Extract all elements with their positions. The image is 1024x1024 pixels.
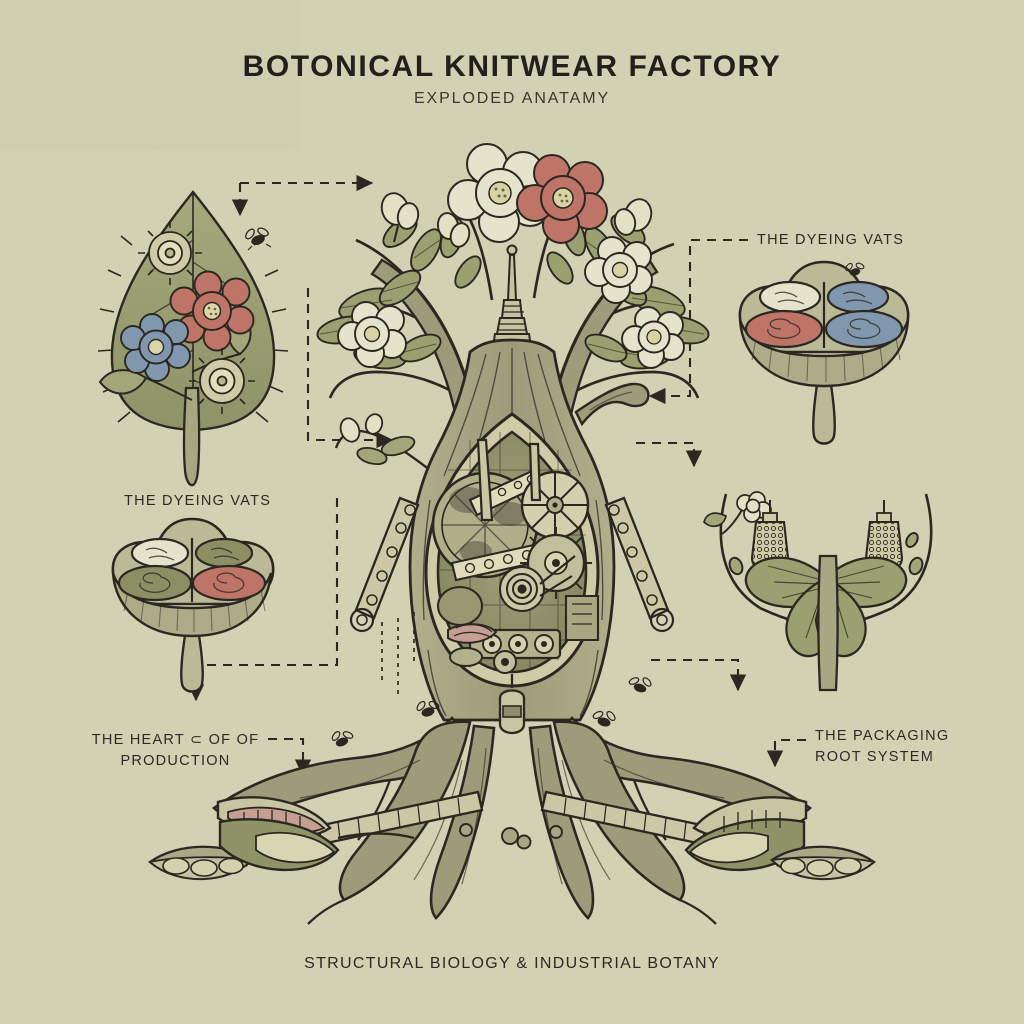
vat-stem-tr — [812, 376, 836, 445]
panel-packaging-root-system — [703, 491, 933, 692]
blossom-stalk — [817, 554, 839, 692]
leaf-stem — [182, 386, 201, 487]
spiral-pulley — [499, 566, 545, 612]
seed-pod-left-main — [216, 796, 415, 871]
seed-pod-right-outer — [770, 845, 876, 881]
drive-belt — [539, 555, 576, 597]
seed-pod-left-outer — [148, 845, 254, 881]
hanging-chains — [381, 612, 415, 696]
chain-conveyor-left — [349, 496, 420, 696]
trunk-pendant — [498, 674, 526, 735]
right-stub-branch — [574, 382, 650, 427]
root-nodules — [459, 823, 563, 850]
label-heart-of-production: THE HEART ⊂ OF OF PRODUCTION — [91, 732, 260, 769]
trunk-bark-lines — [422, 347, 604, 717]
branch-buds — [728, 532, 924, 576]
vat-chamber-cream-tr — [758, 280, 822, 314]
bee-icon-root-right — [628, 677, 652, 693]
bee-icon-vat-tr — [845, 262, 865, 276]
vat-chamber-red-tr — [744, 309, 824, 349]
bobbin-cluster — [437, 586, 498, 667]
canopy-bloom-cream-far-right — [621, 306, 685, 369]
rose-red-specimen — [169, 270, 255, 352]
bee-icon-cavity-left — [416, 700, 440, 717]
tree-branch-limbs — [370, 256, 659, 438]
vat-gill-hatching-l — [123, 589, 266, 632]
canopy-bloom-cream-left — [337, 301, 407, 368]
canopy-bud-right — [613, 198, 653, 236]
machinery-assembly — [431, 432, 600, 674]
chimney-spire — [490, 244, 534, 353]
vat-chamber-olive2-l — [117, 564, 193, 602]
page-title: BOTONICAL KNITWEAR FACTORY — [242, 50, 782, 83]
vat-swirls-tr — [767, 291, 881, 339]
vat-chamber-blue-tr — [826, 280, 890, 314]
spindle-rods — [476, 438, 542, 522]
bee-group — [331, 677, 652, 747]
canopy-bloom-cream-top — [447, 143, 551, 243]
connector-pack-root — [651, 658, 747, 692]
label-packaging-root-system: THE PACKAGING ROOT SYSTEM — [815, 728, 950, 765]
canopy-bloom-cream-right — [584, 236, 653, 304]
chain-conveyor-right — [604, 496, 675, 633]
page-footer: STRUCTURAL BIOLOGY & INDUSTRIAL BOTANY — [304, 955, 720, 972]
canopy-bloom-red — [516, 154, 608, 244]
vat-underside-l — [111, 572, 273, 638]
vat-swirls-l — [139, 547, 245, 593]
vat-chamber-cream-l — [130, 537, 190, 569]
connector-leaf-to-trunk — [306, 288, 394, 449]
vat-chamber-olive-l — [194, 537, 254, 569]
panel-dyeing-vats-top-right — [738, 260, 910, 445]
vat-underside-tr — [738, 319, 910, 388]
canopy-bud-upper-left — [380, 192, 420, 243]
vat-gill-hatching-tr — [751, 337, 901, 382]
gear-lower-right — [189, 348, 255, 414]
bee-icon-root-left — [331, 731, 354, 747]
vat-stem-l — [180, 627, 204, 693]
connector-heart — [268, 737, 312, 777]
connector-pack-label — [766, 738, 806, 768]
bee-icon-cavity-right — [592, 710, 616, 727]
rose-blue-specimen — [120, 313, 191, 382]
bee-icon-leaf — [245, 227, 272, 251]
connector-center-to-right — [636, 441, 703, 468]
root-grain — [299, 747, 725, 885]
machine-housing-right — [564, 594, 600, 642]
central-tree — [148, 143, 876, 925]
panel-dyeing-vats-left — [111, 517, 275, 693]
gear-upper-left — [138, 221, 202, 285]
panel-leaf-specimen — [97, 190, 289, 487]
vat-chamber-blue2-tr — [824, 309, 904, 349]
lower-left-sprig — [334, 413, 431, 471]
label-dyeing-vats-top-right: THE DYEING VATS — [757, 232, 905, 248]
canopy-bud-mid-left — [436, 212, 471, 248]
machine-bed — [468, 628, 562, 674]
label-dyeing-vats-left: THE DYEING VATS — [124, 493, 272, 509]
connector-vats-tr — [648, 238, 748, 405]
vat-chamber-red-l — [191, 564, 267, 602]
page-subtitle: EXPLODED ANATAMY — [413, 90, 611, 107]
